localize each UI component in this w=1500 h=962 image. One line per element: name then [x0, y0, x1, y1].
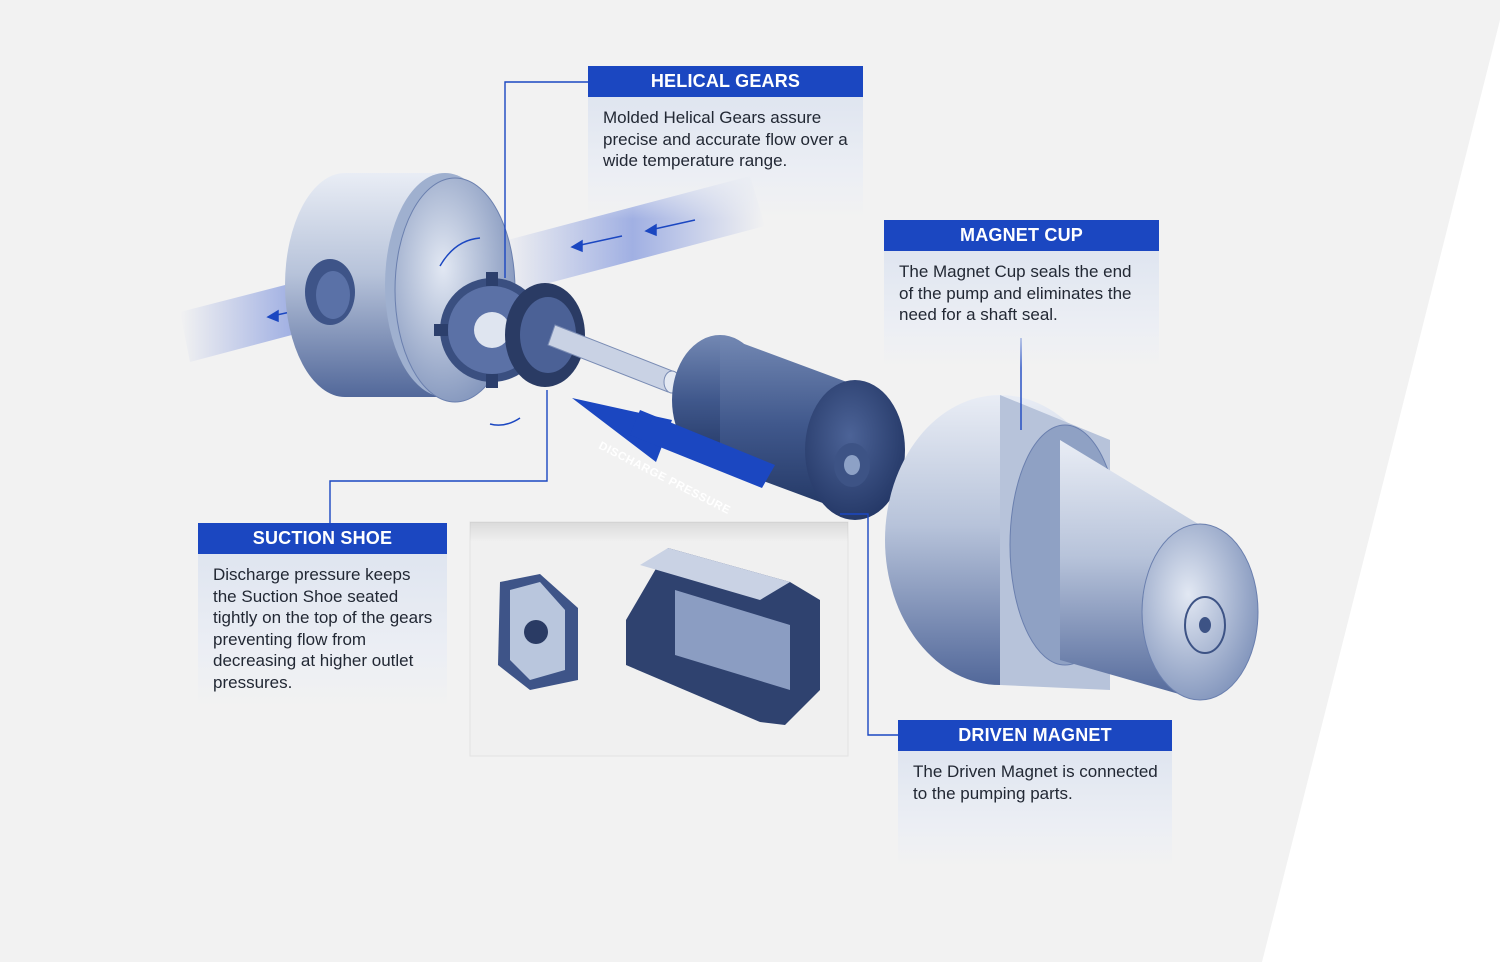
callout-body: Discharge pressure keeps the Suction Sho…	[198, 554, 447, 709]
callout-title: MAGNET CUP	[884, 220, 1159, 251]
magnet-cup	[885, 395, 1259, 701]
callout-body: The Magnet Cup seals the end of the pump…	[884, 251, 1159, 368]
callout-suction-shoe: SUCTION SHOE Discharge pressure keeps th…	[198, 523, 447, 709]
callout-driven-magnet: DRIVEN MAGNET The Driven Magnet is conne…	[898, 720, 1172, 868]
background-panel	[1262, 20, 1500, 962]
discharge-arrow-icon	[572, 398, 672, 462]
callout-body: Molded Helical Gears assure precise and …	[588, 97, 863, 219]
callout-title: SUCTION SHOE	[198, 523, 447, 554]
suction-shoe	[505, 283, 585, 387]
callout-body: The Driven Magnet is connected to the pu…	[898, 751, 1172, 868]
driven-magnet	[672, 335, 905, 520]
callout-title: HELICAL GEARS	[588, 66, 863, 97]
rotation-arrow-icon	[439, 237, 521, 426]
cutaway-inset	[469, 521, 849, 757]
callout-helical-gears: HELICAL GEARS Molded Helical Gears assur…	[588, 66, 863, 219]
callout-title: DRIVEN MAGNET	[898, 720, 1172, 751]
callout-magnet-cup: MAGNET CUP The Magnet Cup seals the end …	[884, 220, 1159, 368]
